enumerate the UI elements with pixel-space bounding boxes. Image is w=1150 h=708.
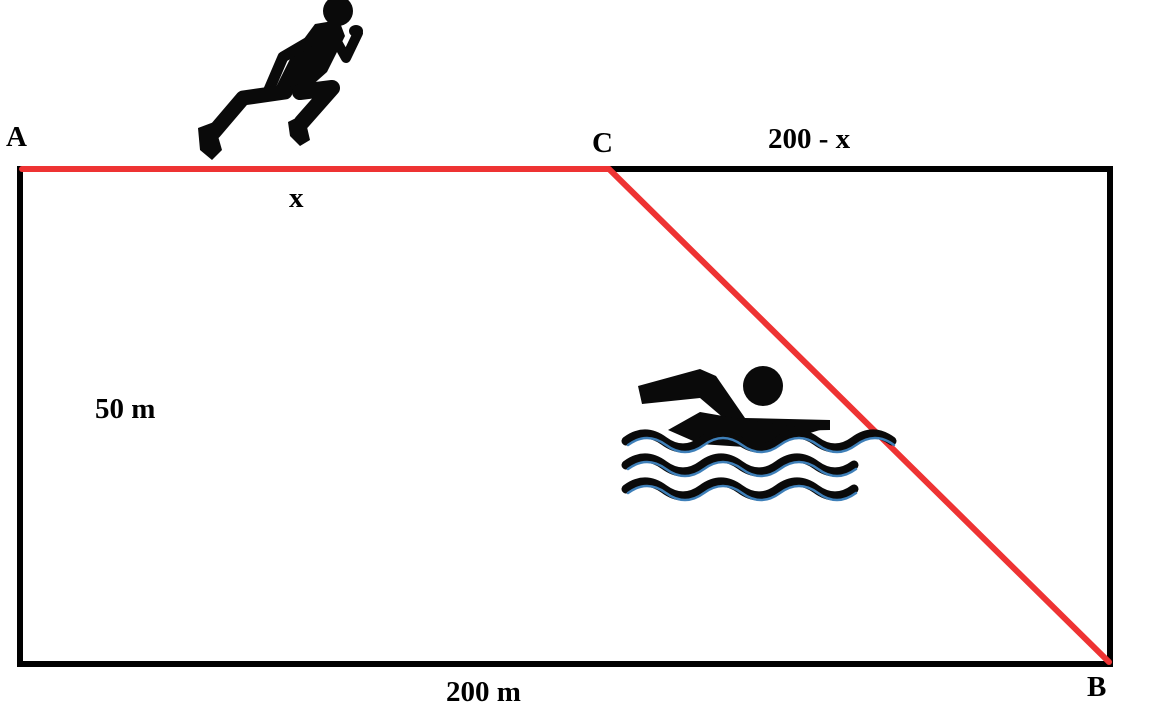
path-c-to-b bbox=[606, 166, 1112, 665]
length-label: 200 m bbox=[446, 676, 521, 708]
width-label: 50 m bbox=[95, 393, 155, 425]
swimmer-icon bbox=[621, 366, 897, 502]
point-b-label: B bbox=[1087, 671, 1106, 703]
segment-x-label: x bbox=[289, 182, 304, 214]
remaining-segment-label: 200 - x bbox=[768, 123, 851, 155]
point-c-label: C bbox=[592, 127, 613, 159]
field-rectangle bbox=[17, 166, 1113, 667]
point-a-label: A bbox=[6, 121, 27, 153]
runner-icon bbox=[198, 0, 363, 160]
